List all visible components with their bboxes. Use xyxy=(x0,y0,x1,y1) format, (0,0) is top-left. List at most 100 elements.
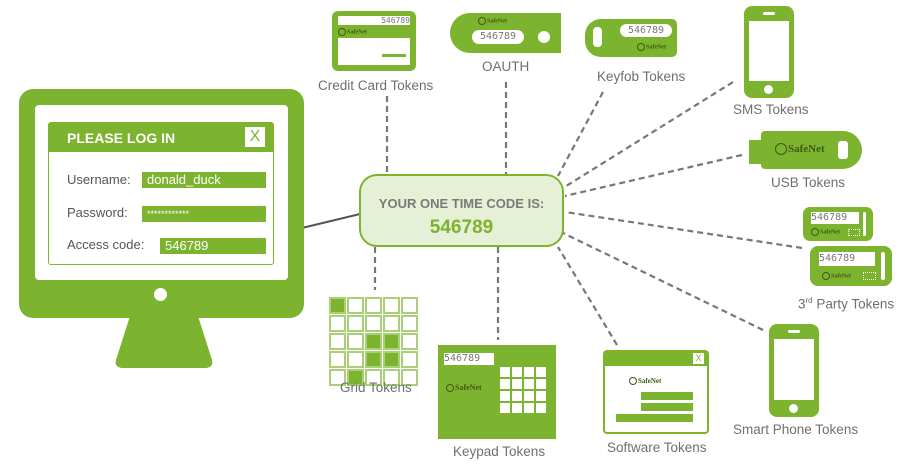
monitor-stand xyxy=(115,316,213,368)
grid-cell xyxy=(383,315,400,332)
oauth-token-icon: SafeNet 546789 xyxy=(450,13,561,53)
grid-cell xyxy=(365,297,382,314)
third-party-token-1-icon: 546789 SafeNet xyxy=(803,207,873,241)
keyfob-brand: SafeNet xyxy=(637,43,666,51)
usb-connector xyxy=(749,140,763,164)
smart-phone-icon xyxy=(769,324,819,417)
keypad-key xyxy=(536,403,546,413)
grid-cell xyxy=(401,351,418,368)
keypad-key xyxy=(500,379,510,389)
password-field[interactable]: ************ xyxy=(142,206,266,222)
grid-cell xyxy=(401,297,418,314)
access-code-label: Access code: xyxy=(67,237,145,252)
keypad-key xyxy=(524,403,534,413)
grid-cell xyxy=(347,369,364,386)
sms-screen xyxy=(749,21,789,81)
line-usb xyxy=(564,153,743,198)
monitor-screen: PLEASE LOG IN X Username: donald_duck Pa… xyxy=(35,105,288,280)
software-bar-1 xyxy=(641,392,693,400)
grid-cell xyxy=(365,315,382,332)
phone-speaker xyxy=(788,330,800,333)
card-face xyxy=(338,38,410,65)
grid-cell xyxy=(401,315,418,332)
grid-cell xyxy=(401,369,418,386)
keypad-key xyxy=(500,367,510,377)
otp-code: 546789 xyxy=(429,217,494,238)
grid-cell xyxy=(365,333,382,350)
keyfob-label: Keyfob Tokens xyxy=(597,69,686,84)
grid-label: Grid Tokens xyxy=(340,380,412,395)
grid-cell xyxy=(329,333,346,350)
monitor-power-icon xyxy=(154,288,167,301)
keypad-key xyxy=(524,367,534,377)
sms-home-button xyxy=(764,85,773,94)
software-bar-2 xyxy=(641,403,693,411)
phone-screen xyxy=(774,339,814,400)
software-token-icon: X SafeNet xyxy=(603,350,709,434)
usb-label: USB Tokens xyxy=(771,175,846,190)
sms-phone-icon xyxy=(744,6,794,98)
grid-cell xyxy=(329,369,346,386)
grid-cell xyxy=(365,369,382,386)
line-third-party xyxy=(564,210,803,250)
grid-cell xyxy=(401,333,418,350)
third-party-bar-2 xyxy=(881,252,885,280)
keypad-key xyxy=(512,367,522,377)
grid-cell xyxy=(347,315,364,332)
grid-cell xyxy=(365,351,382,368)
card-brand: SafeNet xyxy=(338,28,367,36)
username-label: Username: xyxy=(67,172,131,187)
close-button[interactable]: X xyxy=(245,127,265,147)
keypad-code: 546789 xyxy=(444,353,494,365)
third-party-brand-2: SafeNet xyxy=(822,272,851,280)
password-label: Password: xyxy=(67,205,128,220)
third-party-code-1: 546789 xyxy=(811,212,859,224)
keypad-key xyxy=(524,391,534,401)
third-party-code-2: 546789 xyxy=(819,252,875,266)
grid-cell xyxy=(383,351,400,368)
keyfob-token-icon: 546789 SafeNet xyxy=(585,19,677,57)
keypad-key xyxy=(536,379,546,389)
line-smart-phone xyxy=(562,232,764,331)
sms-label: SMS Tokens xyxy=(733,102,809,117)
keypad-key xyxy=(500,391,510,401)
line-keyfob xyxy=(557,91,604,177)
phone-home-button xyxy=(789,404,798,413)
software-titlebar: X xyxy=(605,352,707,366)
grid-cell xyxy=(383,297,400,314)
keypad-token-icon: 546789 SafeNet xyxy=(438,345,556,439)
keyfob-hole xyxy=(593,27,602,47)
keyfob-code: 546789 xyxy=(620,24,672,37)
login-dialog: PLEASE LOG IN X Username: donald_duck Pa… xyxy=(48,122,274,265)
third-party-label: 3rd Party Tokens xyxy=(798,296,895,312)
access-code-field[interactable]: 546789 xyxy=(160,238,266,254)
usb-brand: SafeNet xyxy=(775,143,825,156)
grid-cell xyxy=(347,297,364,314)
usb-token-icon: SafeNet xyxy=(761,131,862,169)
usb-hole xyxy=(838,141,848,159)
software-bar-3 xyxy=(616,414,693,422)
keypad-dots-icon-2 xyxy=(863,272,876,280)
grid-cell xyxy=(347,351,364,368)
keypad-key xyxy=(536,391,546,401)
software-brand: SafeNet xyxy=(629,377,661,386)
line-sms xyxy=(562,81,734,189)
card-stripe xyxy=(382,54,406,57)
grid-cell xyxy=(329,351,346,368)
third-party-bar-1 xyxy=(863,212,866,236)
grid-cell xyxy=(383,369,400,386)
third-party-token-2-icon: 546789 SafeNet xyxy=(810,246,892,286)
username-field[interactable]: donald_duck xyxy=(142,172,266,188)
keypad-brand: SafeNet xyxy=(446,383,482,393)
grid-cell xyxy=(383,333,400,350)
grid-cell xyxy=(329,297,346,314)
oauth-brand: SafeNet xyxy=(478,17,507,25)
software-label: Software Tokens xyxy=(607,440,707,455)
keypad-key xyxy=(536,367,546,377)
sms-speaker xyxy=(763,12,775,15)
login-title: PLEASE LOG IN xyxy=(67,130,176,146)
otp-title: YOUR ONE TIME CODE IS: xyxy=(378,196,545,211)
third-party-brand-1: SafeNet xyxy=(811,228,840,236)
keypad-label: Keypad Tokens xyxy=(453,444,546,459)
